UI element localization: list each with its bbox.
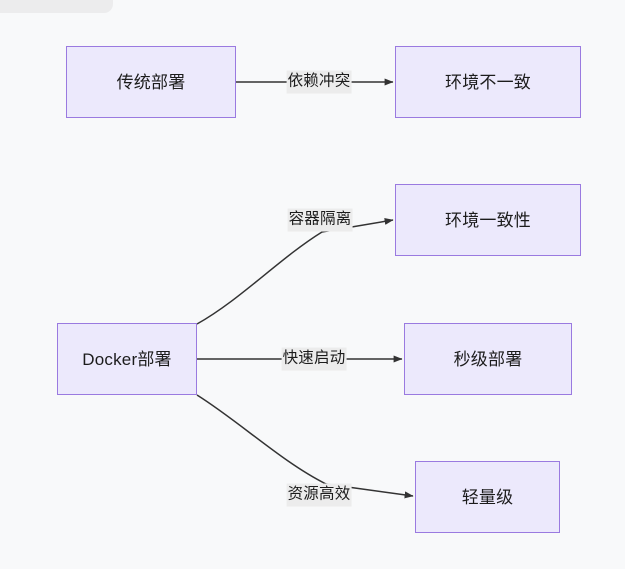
edge-label-resource-efficient: 资源高效 [286, 483, 352, 507]
node-label: 环境不一致 [445, 72, 531, 92]
node-lightweight[interactable]: 轻量级 [415, 461, 560, 533]
edge-docker-to-lightweight [196, 394, 414, 499]
node-seconds-deployment[interactable]: 秒级部署 [404, 323, 572, 395]
edge-label-dependency-conflict: 依赖冲突 [286, 70, 352, 94]
node-environment-consistency[interactable]: 环境一致性 [395, 184, 581, 256]
edge-label-container-isolation: 容器隔离 [287, 208, 353, 232]
edge-label-fast-startup: 快速启动 [281, 347, 347, 371]
node-label: 传统部署 [116, 72, 186, 92]
node-label: 轻量级 [461, 487, 514, 507]
node-label: Docker部署 [82, 349, 172, 369]
node-label: 环境一致性 [445, 210, 531, 230]
node-inconsistent-environment[interactable]: 环境不一致 [395, 46, 581, 118]
node-docker-deployment[interactable]: Docker部署 [57, 323, 197, 395]
window-tab-stub [0, 0, 113, 13]
edge-docker-to-consistency [196, 217, 394, 325]
node-traditional[interactable]: 传统部署 [66, 46, 236, 118]
node-label: 秒级部署 [453, 349, 523, 369]
